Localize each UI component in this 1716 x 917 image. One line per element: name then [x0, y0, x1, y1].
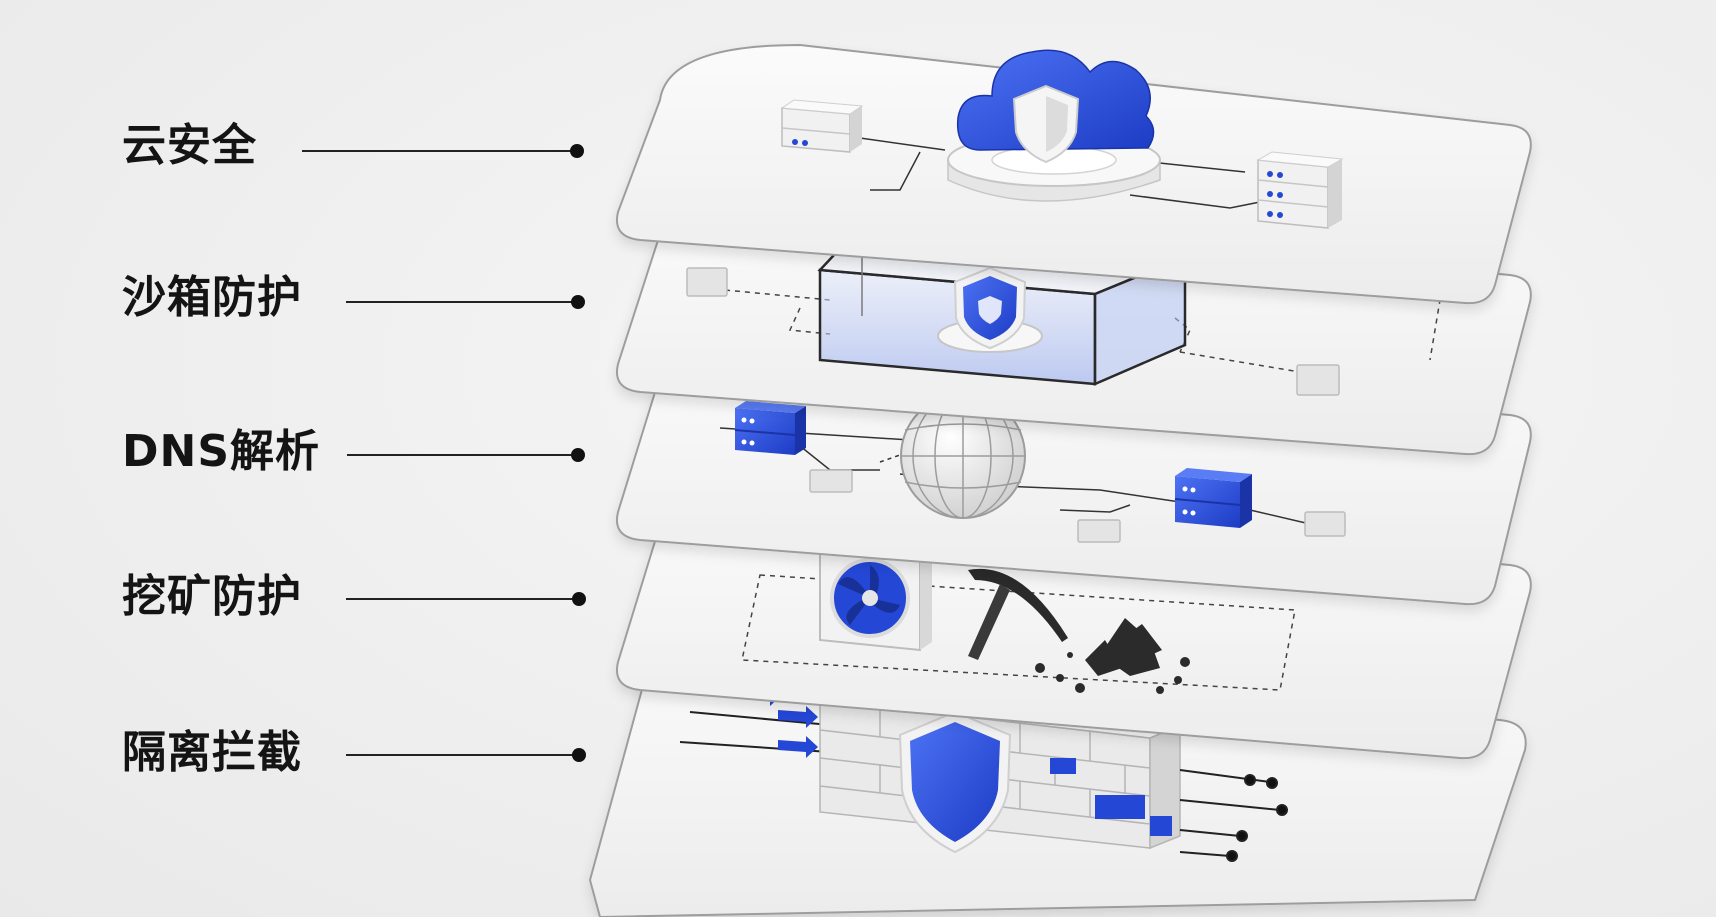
label-cloud-security: 云安全	[122, 120, 257, 171]
sandbox-shield-icon	[937, 266, 1043, 353]
globe-icon	[900, 393, 1026, 519]
leader-dot-cloud	[570, 144, 584, 158]
leader-line-cloud	[302, 150, 577, 152]
label-sandbox: 沙箱防护	[122, 272, 302, 323]
label-mining: 挖矿防护	[122, 571, 302, 622]
sandbox-node-blocks	[686, 267, 1340, 396]
leader-line-isolation	[346, 754, 579, 756]
cloud-connection-lines	[859, 137, 1261, 209]
dns-node-blocks	[809, 469, 1346, 543]
cloud-server-icon-right	[1256, 151, 1344, 229]
cloud-server-icon-left	[780, 99, 864, 153]
cloud-shield-icon	[956, 49, 1155, 164]
outgoing-connections	[1179, 769, 1288, 862]
leader-line-mining	[346, 598, 579, 600]
leader-dot-dns	[571, 448, 585, 462]
label-dns: DNS解析	[122, 426, 321, 477]
label-isolation: 隔离拦截	[122, 727, 302, 778]
leader-line-sandbox	[346, 301, 578, 303]
leader-dot-sandbox	[571, 295, 585, 309]
dns-server-icon-left	[734, 401, 806, 455]
coal-pile-icon	[1035, 618, 1190, 694]
leader-line-dns	[347, 454, 579, 456]
firewall-shield-icon	[898, 710, 1012, 854]
layer-cloud	[616, 43, 1532, 305]
leader-dot-isolation	[572, 748, 586, 762]
pickaxe-icon	[968, 568, 1068, 660]
dns-server-icon-right	[1174, 468, 1252, 528]
leader-dot-mining	[572, 592, 586, 606]
